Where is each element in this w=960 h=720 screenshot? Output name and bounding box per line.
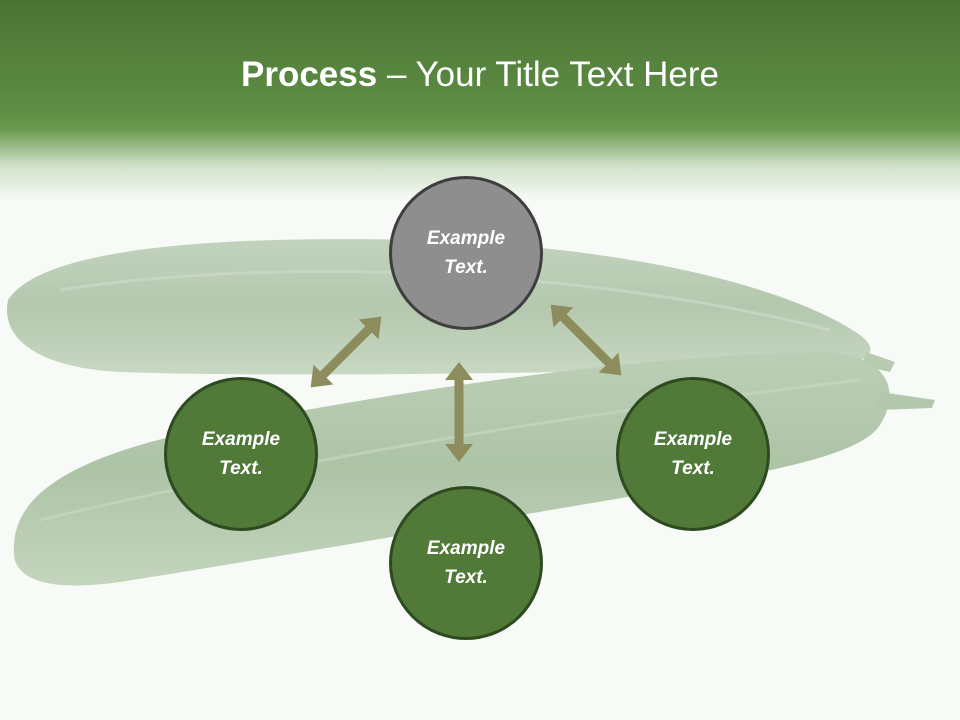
header-band (0, 0, 960, 200)
node-bottom-line1: Example (426, 538, 506, 559)
node-left-line1: Example (201, 429, 281, 450)
node-left-line2: Text. (219, 458, 263, 479)
slide-title-bold: Process (241, 55, 378, 94)
node-left: Example Text. (164, 377, 318, 531)
arrow-vertical (445, 362, 473, 462)
arrow-top-right (550, 304, 622, 376)
node-bottom-line2: Text. (444, 567, 488, 588)
node-top: Example Text. (389, 176, 543, 330)
node-top-line1: Example (426, 228, 506, 249)
node-top-line2: Text. (444, 257, 488, 278)
node-right-line2: Text. (671, 458, 715, 479)
node-right: Example Text. (616, 377, 770, 531)
slide-title-rest: – Your Title Text Here (377, 55, 719, 94)
node-bottom: Example Text. (389, 486, 543, 640)
node-right-line1: Example (653, 429, 733, 450)
arrow-top-left (310, 316, 382, 388)
slide-title: Process – Your Title Text Here (0, 52, 960, 98)
